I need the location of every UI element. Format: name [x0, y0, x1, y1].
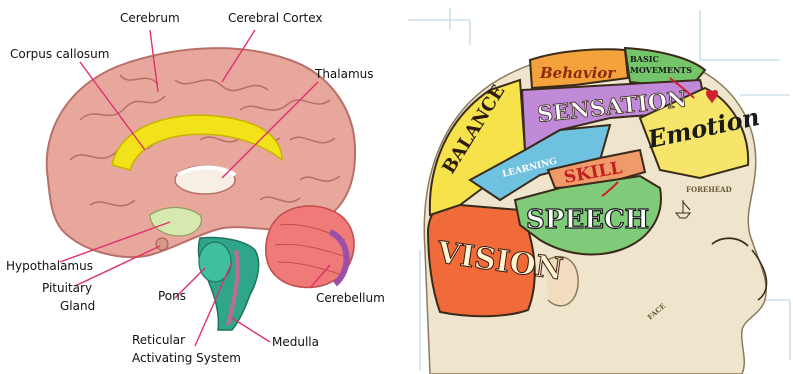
pituitary-shape: [156, 238, 168, 250]
label-medulla: Medulla: [272, 335, 319, 349]
label-hypothalamus: Hypothalamus: [6, 259, 93, 273]
label-basic-line2: MOVEMENTS: [630, 65, 692, 75]
label-pons: Pons: [158, 289, 186, 303]
label-forehead: FOREHEAD: [686, 185, 732, 194]
phrenology-map: BALANCE Behavior BASIC MOVEMENTS SENSATI…: [405, 0, 793, 374]
label-thalamus: Thalamus: [314, 67, 374, 81]
label-behavior: Behavior: [539, 64, 616, 82]
label-corpus-callosum: Corpus callosum: [10, 47, 109, 61]
label-pituitary-line1: Pituitary: [42, 281, 92, 295]
label-cerebral-cortex: Cerebral Cortex: [228, 11, 323, 25]
label-cerebrum: Cerebrum: [120, 11, 180, 25]
label-basic-line1: BASIC: [630, 54, 659, 64]
label-reticular-line1: Reticular: [132, 333, 185, 347]
label-reticular-line2: Activating System: [132, 351, 241, 365]
label-speech: SPEECH: [526, 205, 649, 235]
label-pituitary-line2: Gland: [60, 299, 95, 313]
label-cerebellum: Cerebellum: [316, 291, 385, 305]
brain-diagram: Cerebrum Cerebral Cortex Corpus callosum…: [6, 11, 385, 365]
